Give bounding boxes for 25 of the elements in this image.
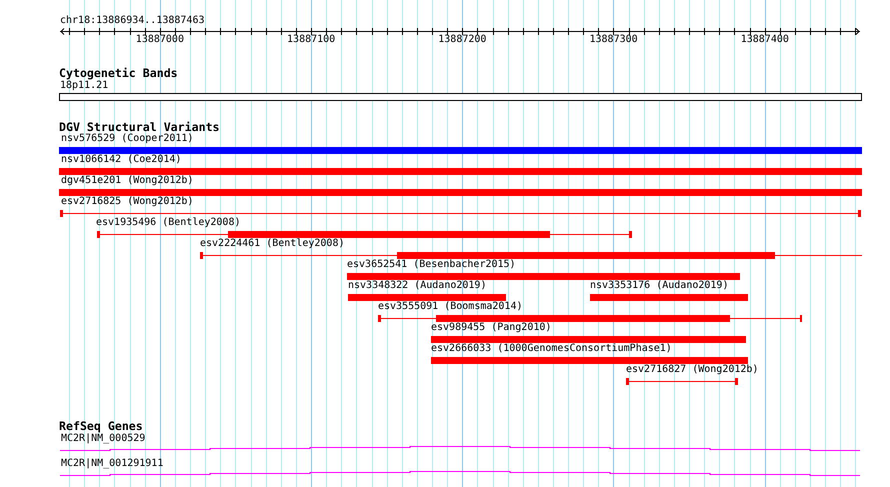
transcript-label: MC2R|NM_000529 (61, 433, 146, 445)
track-heading: RefSeq Genes (59, 420, 143, 433)
variant-label: nsv3348322 (Audano2019) (348, 280, 486, 292)
variant-label: esv2716827 (Wong2012b) (626, 364, 758, 376)
variant-label: esv989455 (Pang2010) (431, 322, 552, 334)
variant-label: esv3555091 (Boomsma2014) (378, 301, 522, 313)
variant-label: esv1935496 (Bentley2008) (96, 217, 240, 229)
variant-label: esv2224461 (Bentley2008) (200, 238, 344, 250)
tick-label: 13887200 (438, 34, 486, 46)
band-label: 18p11.21 (60, 80, 108, 92)
tick-label: 13887000 (136, 34, 184, 46)
track-heading: DGV Structural Variants (59, 121, 220, 134)
variant-label: nsv576529 (Cooper2011) (61, 133, 194, 145)
variant-label: nsv3353176 (Audano2019) (590, 280, 728, 292)
variant-label: esv2716825 (Wong2012b) (61, 196, 194, 208)
variant-label: dgv451e201 (Wong2012b) (61, 175, 194, 187)
transcript-label: MC2R|NM_001291911 (61, 458, 164, 470)
variant-label: nsv1066142 (Coe2014) (61, 154, 182, 166)
tick-label: 13887300 (589, 34, 638, 46)
region-coordinates: chr18:13886934..13887463 (60, 15, 204, 27)
variant-label: esv3652541 (Besenbacher2015) (347, 259, 516, 271)
variant-label: esv2666033 (1000GenomesConsortiumPhase1) (431, 343, 672, 355)
tick-label: 13887100 (287, 34, 336, 46)
tick-label: 13887400 (740, 34, 789, 46)
track-heading: Cytogenetic Bands (59, 67, 178, 80)
